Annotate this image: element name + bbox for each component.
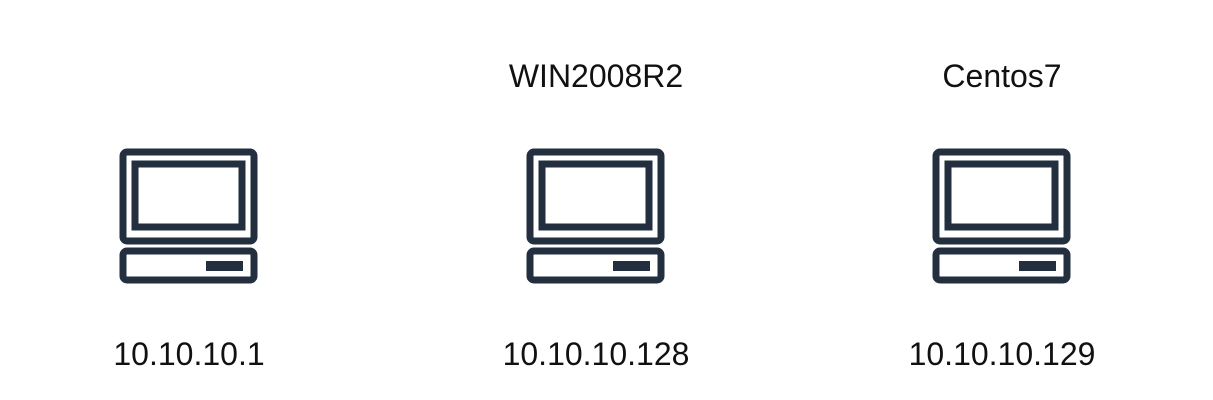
host-node-1: 10.10.10.1 [89, 0, 289, 400]
ip-address-label: 10.10.10.1 [113, 336, 265, 372]
computer-icon [526, 148, 665, 284]
host-node-2: WIN2008R2 10.10.10.128 [496, 0, 696, 400]
host-name-label: WIN2008R2 [508, 58, 684, 94]
host-node-3: Centos7 10.10.10.129 [902, 0, 1102, 400]
computer-icon [932, 148, 1071, 284]
computer-icon [119, 148, 258, 284]
host-name-label: Centos7 [942, 58, 1062, 94]
ip-address-label: 10.10.10.129 [908, 336, 1096, 372]
ip-address-label: 10.10.10.128 [502, 336, 690, 372]
